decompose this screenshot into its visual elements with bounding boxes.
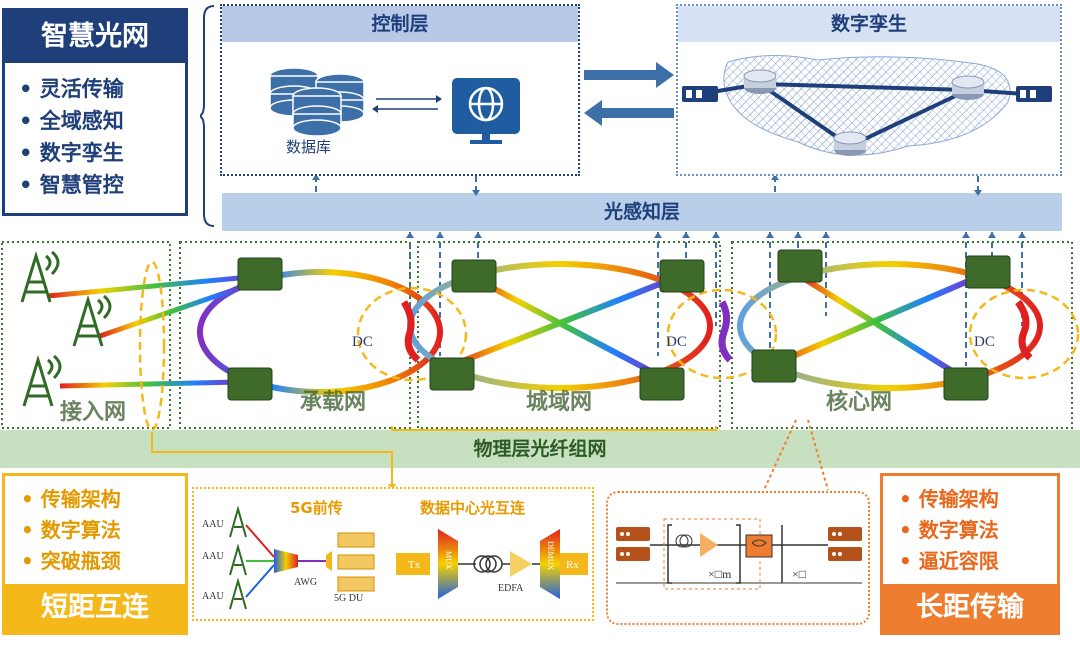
aau-label: AAU bbox=[202, 551, 224, 562]
long-haul-list: 传输架构 数字算法 逼近容限 bbox=[899, 484, 999, 577]
awg-label: AWG bbox=[294, 577, 318, 588]
dci-diagram bbox=[396, 529, 588, 599]
long-haul-panel: 传输架构 数字算法 逼近容限 长距传输 bbox=[880, 473, 1060, 635]
database-icon bbox=[269, 67, 365, 137]
core-network-label: 核心网 bbox=[826, 390, 893, 415]
receiver-label: ×□ bbox=[792, 567, 807, 581]
metro-network-label: 城域网 bbox=[526, 390, 593, 415]
edfa-label: EDFA bbox=[498, 583, 524, 594]
fronthaul-title: 5G前传 bbox=[290, 499, 343, 517]
list-item: 传输架构 bbox=[899, 484, 999, 515]
long-haul-title: 长距传输 bbox=[883, 584, 1057, 632]
list-item: 灵活传输 bbox=[19, 73, 124, 105]
bottom-connectors bbox=[151, 419, 829, 492]
smart-optical-network-panel: 智慧光网 灵活传输 全域感知 数字孪生 智慧管控 bbox=[2, 8, 188, 216]
list-item: 传输架构 bbox=[21, 484, 121, 515]
long-haul-example-panel: ×□m ×□ bbox=[606, 491, 870, 625]
smart-optical-network-list: 灵活传输 全域感知 数字孪生 智慧管控 bbox=[19, 73, 124, 201]
rx-label: Rx bbox=[566, 559, 579, 571]
control-layer-panel: 控制层 数据库 bbox=[220, 4, 580, 176]
list-item: 数字孪生 bbox=[19, 137, 124, 169]
long-haul-diagram bbox=[616, 518, 862, 590]
access-network-label: 接入网 bbox=[60, 400, 127, 425]
short-reach-examples-panel: 5G前传 数据中心光互连 AAU AAU AAU AWG 5G DU bbox=[192, 487, 594, 621]
list-item: 突破瓶颈 bbox=[21, 546, 121, 577]
optical-networks-diagram bbox=[1, 241, 1080, 432]
smart-optical-network-title: 智慧光网 bbox=[5, 11, 185, 63]
brace-connector bbox=[200, 5, 215, 227]
aau-label: AAU bbox=[202, 519, 224, 530]
bearer-network-label: 承载网 bbox=[300, 390, 367, 415]
physical-fiber-layer-bar: 物理层光纤组网 bbox=[0, 430, 1080, 468]
digital-twin-title: 数字孪生 bbox=[678, 6, 1060, 42]
short-reach-panel: 传输架构 数字算法 突破瓶颈 短距互连 bbox=[2, 473, 188, 635]
bidirectional-arrow-icon bbox=[372, 95, 442, 113]
demux-label: DEMUX bbox=[546, 541, 555, 571]
dc-label: DC bbox=[974, 334, 995, 350]
span-label: ×□m bbox=[708, 567, 732, 581]
list-item: 数字算法 bbox=[21, 515, 121, 546]
dci-title: 数据中心光互连 bbox=[420, 499, 526, 517]
short-reach-title: 短距互连 bbox=[5, 584, 185, 632]
optical-sensing-layer-bar: 光感知层 bbox=[222, 193, 1062, 231]
list-item: 全域感知 bbox=[19, 105, 124, 137]
list-item: 逼近容限 bbox=[899, 546, 999, 577]
dc-label: DC bbox=[666, 334, 687, 350]
globe-monitor-icon bbox=[452, 78, 520, 144]
digital-twin-topology bbox=[682, 55, 1052, 156]
mux-label: MUX bbox=[444, 551, 453, 570]
short-reach-list: 传输架构 数字算法 突破瓶颈 bbox=[21, 484, 121, 577]
database-label: 数据库 bbox=[286, 138, 332, 156]
aau-label: AAU bbox=[202, 591, 224, 602]
du-label: 5G DU bbox=[334, 593, 364, 604]
list-item: 数字算法 bbox=[899, 515, 999, 546]
dc-label: DC bbox=[352, 334, 373, 350]
router-icon bbox=[743, 69, 777, 94]
tx-label: Tx bbox=[408, 559, 421, 571]
digital-twin-panel: 数字孪生 bbox=[676, 4, 1062, 176]
list-item: 智慧管控 bbox=[19, 169, 124, 201]
fronthaul-diagram bbox=[229, 505, 375, 610]
control-twin-arrows bbox=[584, 62, 674, 126]
control-layer-title: 控制层 bbox=[222, 6, 578, 42]
